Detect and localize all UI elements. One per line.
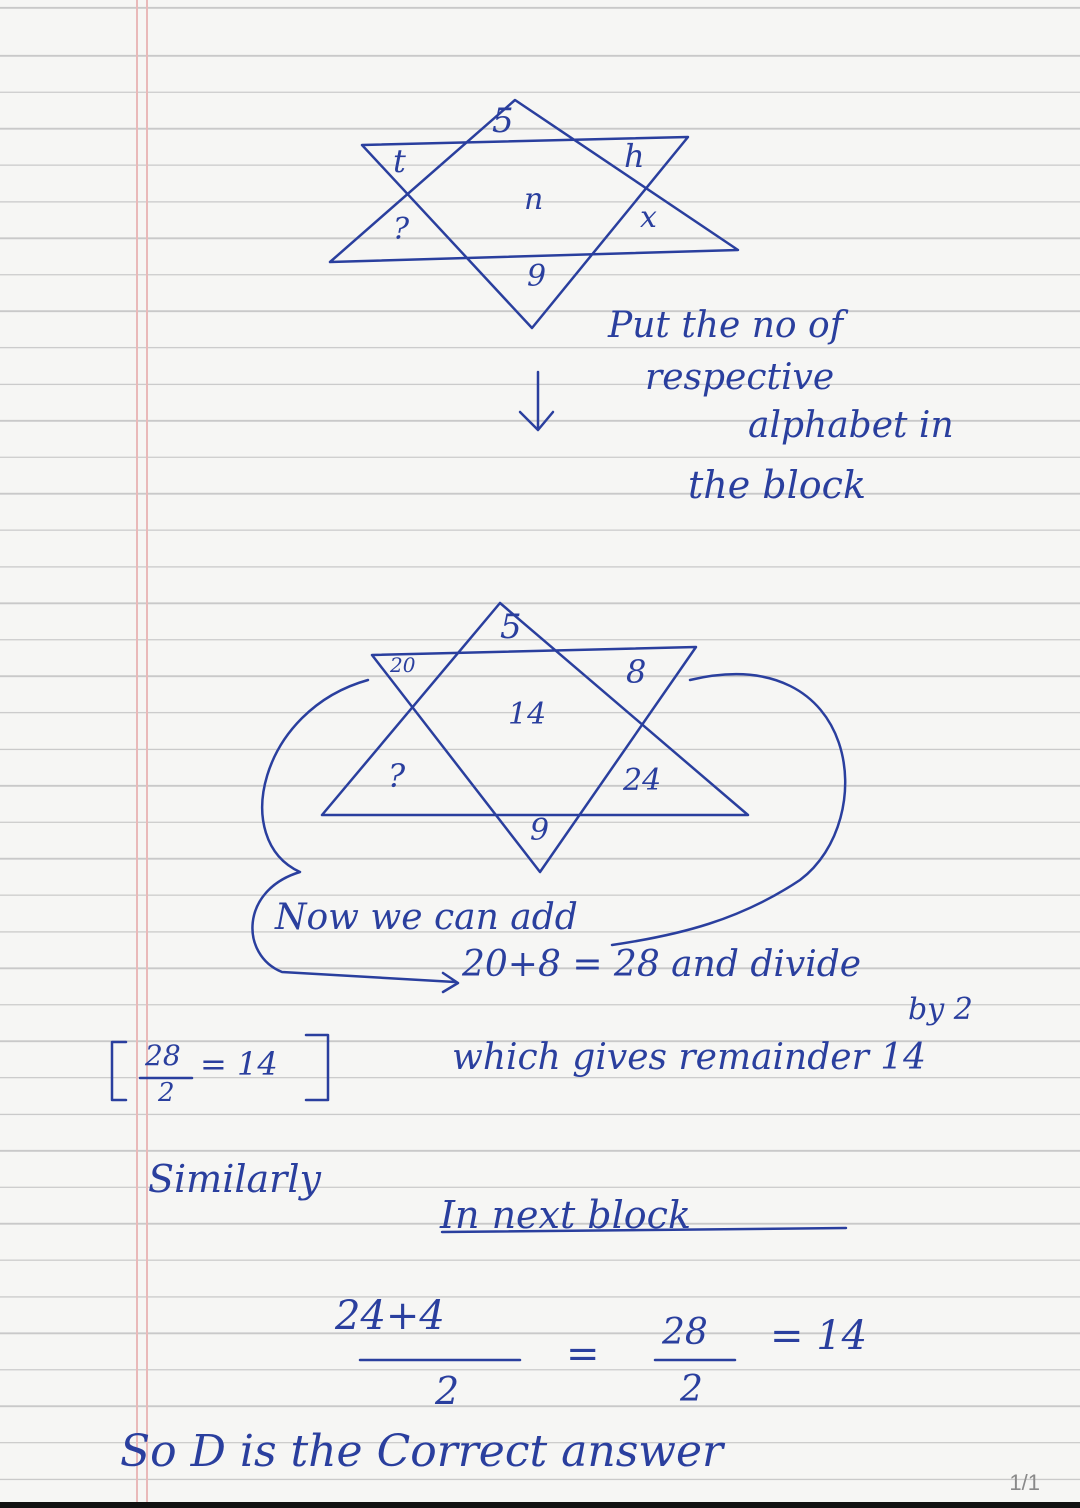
- side-numerator: 28: [145, 1039, 181, 1072]
- note-line-2: respective: [645, 357, 835, 398]
- explanation-line-2: 20+8 = 28 and divide: [462, 944, 862, 985]
- arrow-head: [518, 410, 555, 432]
- next-block-underline: [440, 1226, 848, 1234]
- next-block-label: In next block: [440, 1193, 691, 1237]
- note-line-1: Put the no of: [608, 305, 844, 346]
- explanation-line-3: by 2: [908, 992, 973, 1027]
- right-bracket: [304, 1033, 330, 1102]
- calc-equals: =: [566, 1331, 600, 1377]
- side-result: = 14: [200, 1045, 278, 1083]
- margin-line: [146, 0, 148, 1508]
- calc-numerator: 24+4: [335, 1293, 445, 1339]
- conclusion-line: So D is the Correct answer: [120, 1426, 724, 1477]
- page-indicator: 1/1: [1009, 1470, 1040, 1495]
- left-connector: [251, 678, 457, 984]
- star1-top-left-label: t: [393, 142, 406, 180]
- star2-down-triangle: [370, 645, 698, 874]
- star2-bottom-left-label: ?: [388, 757, 406, 795]
- star2-up-triangle: [320, 601, 750, 817]
- calc-result-numerator: 28: [662, 1312, 708, 1353]
- star2-center-label: 14: [508, 697, 547, 732]
- left-bracket: [110, 1040, 128, 1102]
- note-line-3: alphabet in: [748, 405, 954, 446]
- star1-bottom-left-label: ?: [393, 212, 410, 247]
- similarly-label: Similarly: [148, 1157, 321, 1201]
- star2-bottom-label: 9: [530, 813, 550, 848]
- side-denominator: 2: [158, 1078, 175, 1108]
- explanation-line-1: Now we can add: [275, 897, 578, 938]
- star1-top-label: 5: [492, 101, 514, 141]
- star1-center-label: n: [524, 182, 544, 217]
- star1-down-triangle: [360, 135, 690, 330]
- star1-up-triangle: [328, 98, 740, 264]
- right-connector: [610, 673, 847, 947]
- star2-top-right-label: 8: [626, 653, 647, 691]
- margin-line: [136, 0, 138, 1508]
- explanation-line-4: which gives remainder 14: [452, 1037, 927, 1078]
- star1-bottom-right-label: x: [640, 200, 657, 235]
- note-line-4: the block: [688, 463, 866, 507]
- star2-top-left-label: 20: [390, 653, 416, 677]
- connector-arrowhead: [441, 971, 460, 994]
- star2-bottom-right-label: 24: [623, 763, 662, 798]
- calc-result: = 14: [770, 1313, 868, 1359]
- star2-top-label: 5: [500, 607, 522, 647]
- viewer-bottom-bar: [0, 1502, 1080, 1508]
- calc-denominator: 2: [435, 1369, 460, 1413]
- star1-bottom-label: 9: [527, 259, 547, 294]
- calc-result-denominator: 2: [680, 1369, 703, 1410]
- star1-top-right-label: h: [624, 137, 645, 175]
